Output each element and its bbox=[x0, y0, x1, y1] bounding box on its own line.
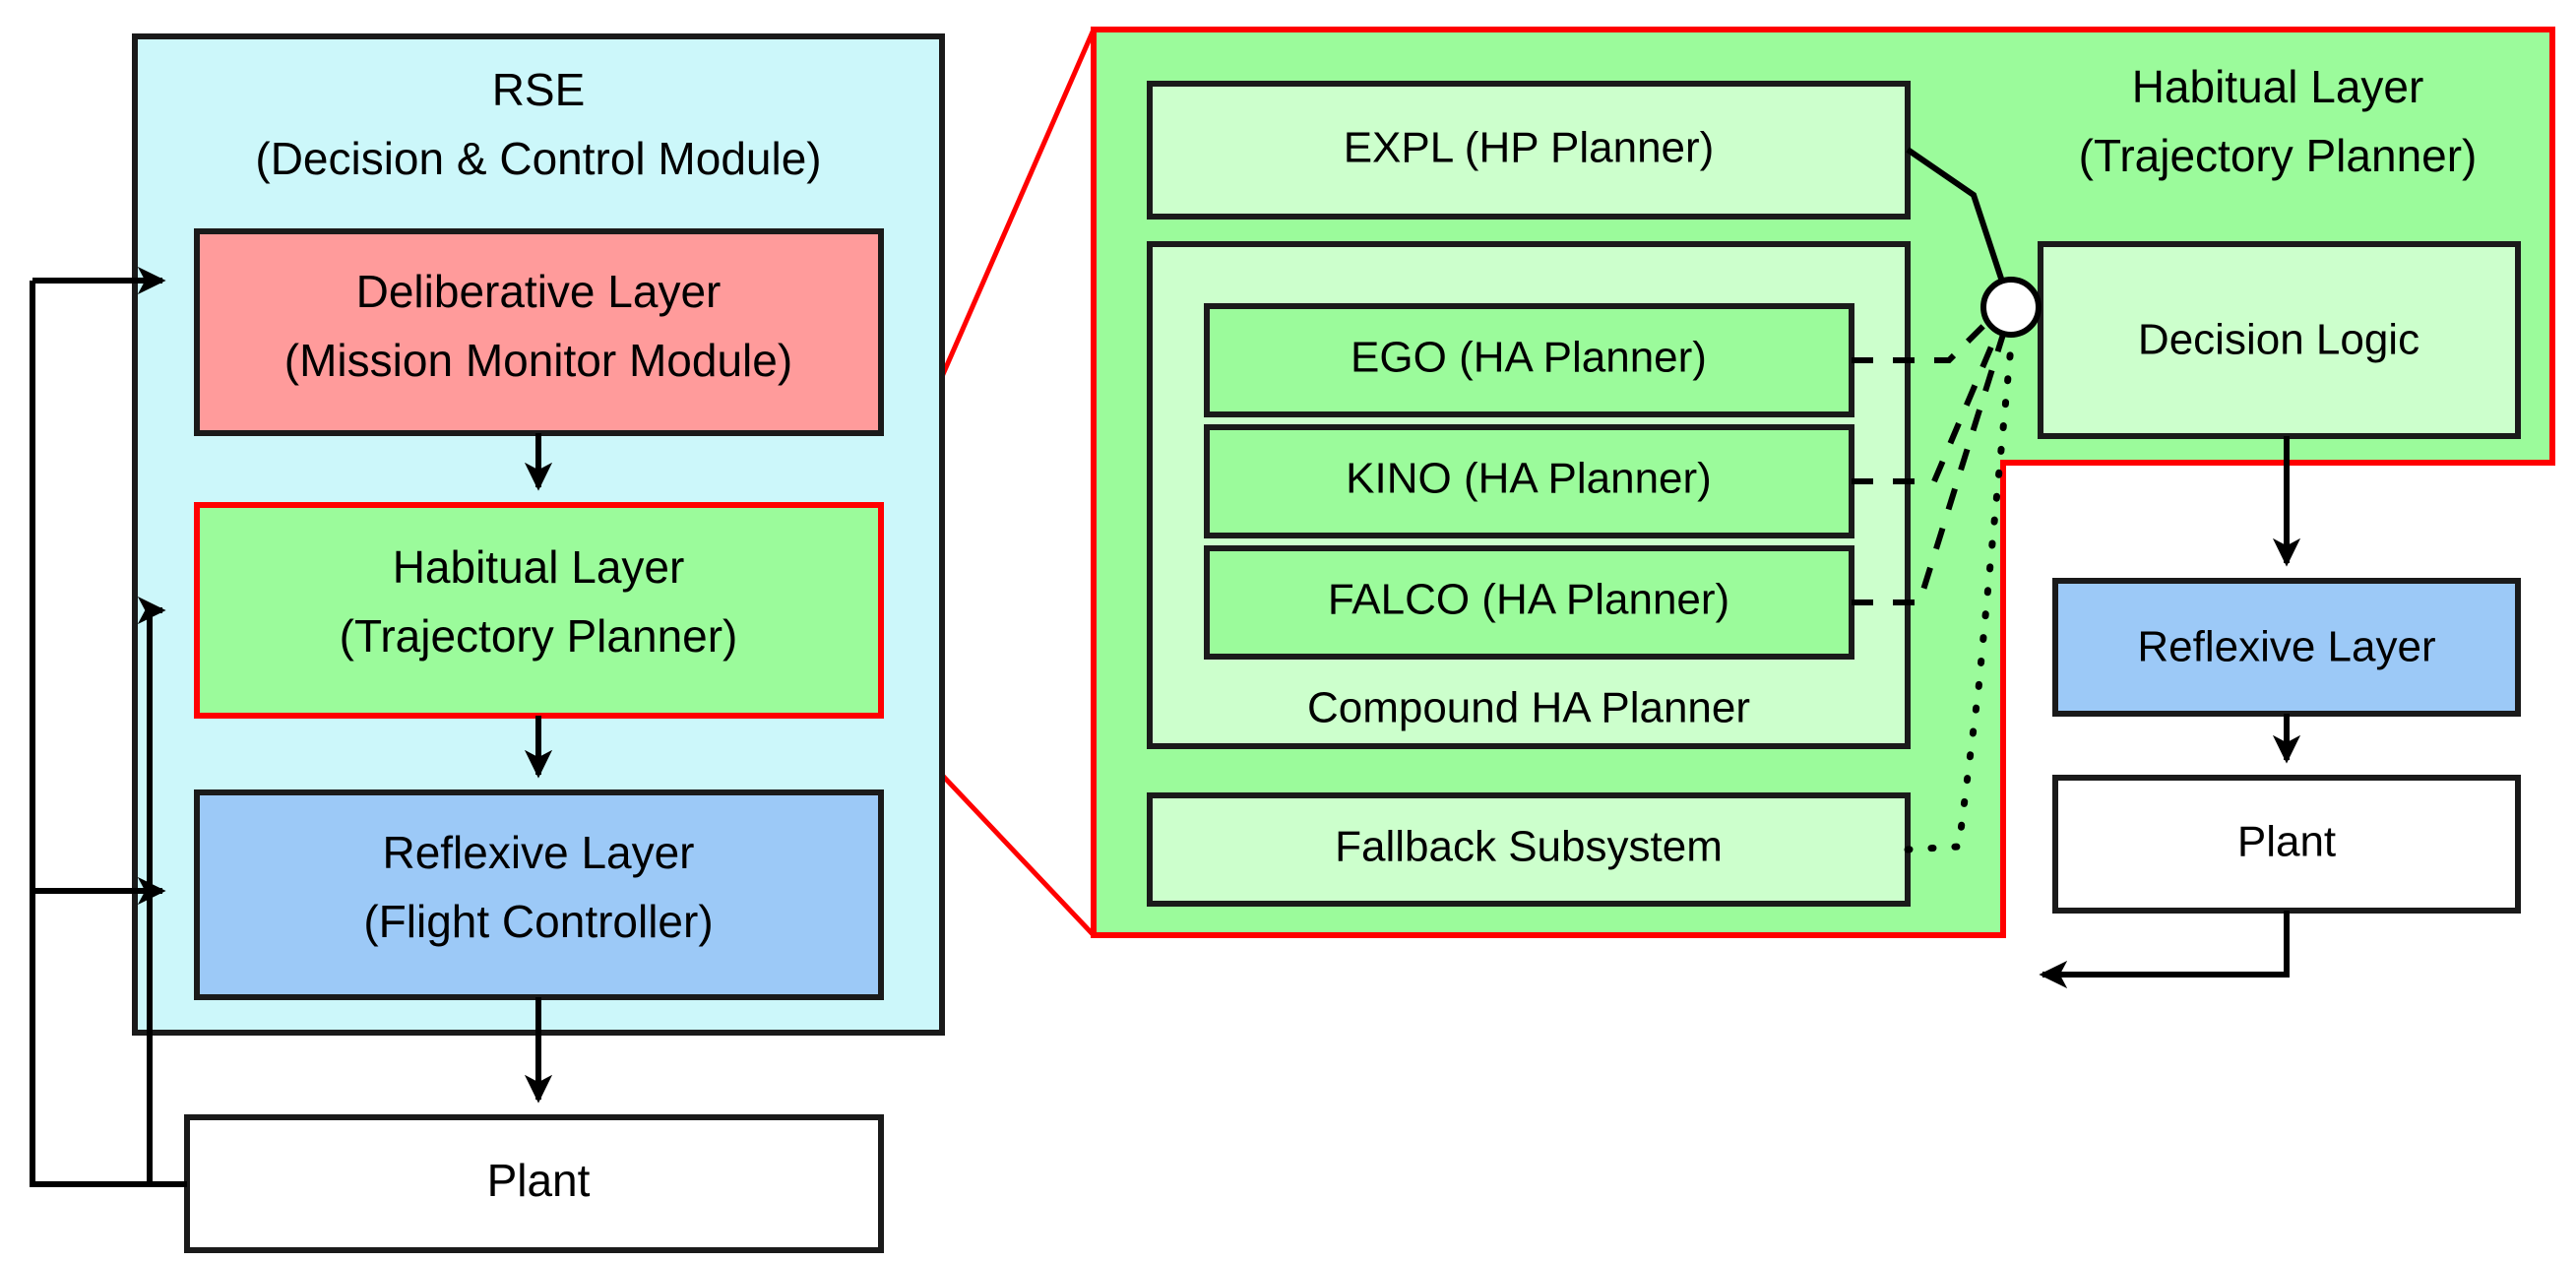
plant-left-label: Plant bbox=[487, 1155, 591, 1206]
ego-ha-planner-box[interactable] bbox=[1204, 303, 1854, 417]
habitual-detail-title-line1: Habitual Layer bbox=[2132, 61, 2424, 112]
block-deliberative-layer[interactable]: Deliberative Layer (Mission Monitor Modu… bbox=[194, 228, 884, 436]
block-habitual-layer[interactable]: Habitual Layer (Trajectory Planner) bbox=[194, 502, 884, 719]
reflexive-layer-box[interactable] bbox=[194, 789, 884, 1000]
deliberative-layer-box[interactable] bbox=[194, 228, 884, 436]
compound-ha-planner-caption: Compound HA Planner bbox=[1307, 684, 1750, 732]
reflexive-layer-detail-label: Reflexive Layer bbox=[2137, 623, 2435, 671]
detail-connections bbox=[1852, 147, 2301, 989]
habitual-detail-title-line2: (Trajectory Planner) bbox=[2079, 130, 2478, 181]
block-decision-logic[interactable]: Decision Logic bbox=[2038, 241, 2521, 439]
kino-ha-planner-box[interactable] bbox=[1204, 424, 1854, 538]
block-reflexive-layer-detail[interactable]: Reflexive Layer bbox=[2052, 578, 2521, 717]
reflexive-layer-detail-box[interactable] bbox=[2052, 578, 2521, 717]
expl-hp-planner-label: EXPL (HP Planner) bbox=[1344, 124, 1715, 172]
kino-ha-planner-label: KINO (HA Planner) bbox=[1346, 455, 1712, 503]
ego-ha-planner-label: EGO (HA Planner) bbox=[1351, 334, 1707, 382]
reflexive-layer-label-line1: Reflexive Layer bbox=[382, 827, 694, 878]
block-ego-ha-planner[interactable]: EGO (HA Planner) bbox=[1204, 303, 1854, 417]
link-kino-to-junction bbox=[1852, 305, 2011, 484]
deliberative-layer-label-line1: Deliberative Layer bbox=[356, 266, 722, 317]
block-plant-left[interactable]: Plant bbox=[184, 1114, 884, 1253]
block-fallback-subsystem[interactable]: Fallback Subsystem bbox=[1147, 792, 1911, 907]
plant-right-label: Plant bbox=[2237, 818, 2336, 866]
block-reflexive-layer[interactable]: Reflexive Layer (Flight Controller) bbox=[194, 789, 884, 1000]
rse-title-line2: (Decision & Control Module) bbox=[255, 133, 821, 184]
block-kino-ha-planner[interactable]: KINO (HA Planner) bbox=[1204, 424, 1854, 538]
arrow-plant-feedback-right bbox=[2039, 911, 2290, 989]
habitual-layer-label-line1: Habitual Layer bbox=[393, 541, 685, 593]
block-expl-hp-planner[interactable]: EXPL (HP Planner) bbox=[1147, 81, 1911, 220]
block-plant-right[interactable]: Plant bbox=[2052, 775, 2521, 914]
fallback-subsystem-box[interactable] bbox=[1147, 792, 1911, 907]
habitual-layer-label-line2: (Trajectory Planner) bbox=[340, 610, 738, 662]
falco-ha-planner-label: FALCO (HA Planner) bbox=[1328, 576, 1729, 624]
left-feedback-bus bbox=[30, 266, 187, 1187]
decision-logic-box[interactable] bbox=[2038, 241, 2521, 439]
decision-logic-label: Decision Logic bbox=[2138, 316, 2419, 364]
fallback-subsystem-label: Fallback Subsystem bbox=[1335, 823, 1723, 871]
link-ego-to-junction bbox=[1852, 300, 2009, 363]
block-falco-ha-planner[interactable]: FALCO (HA Planner) bbox=[1204, 545, 1854, 660]
rse-title-line1: RSE bbox=[492, 64, 586, 115]
plant-left-box[interactable] bbox=[184, 1114, 884, 1253]
deliberative-layer-label-line2: (Mission Monitor Module) bbox=[284, 335, 792, 386]
merge-junction-node bbox=[1980, 277, 2042, 338]
reflexive-layer-label-line2: (Flight Controller) bbox=[363, 896, 713, 947]
link-expl-to-junction bbox=[1906, 147, 2008, 291]
link-fallback-to-junction bbox=[1904, 321, 2017, 853]
